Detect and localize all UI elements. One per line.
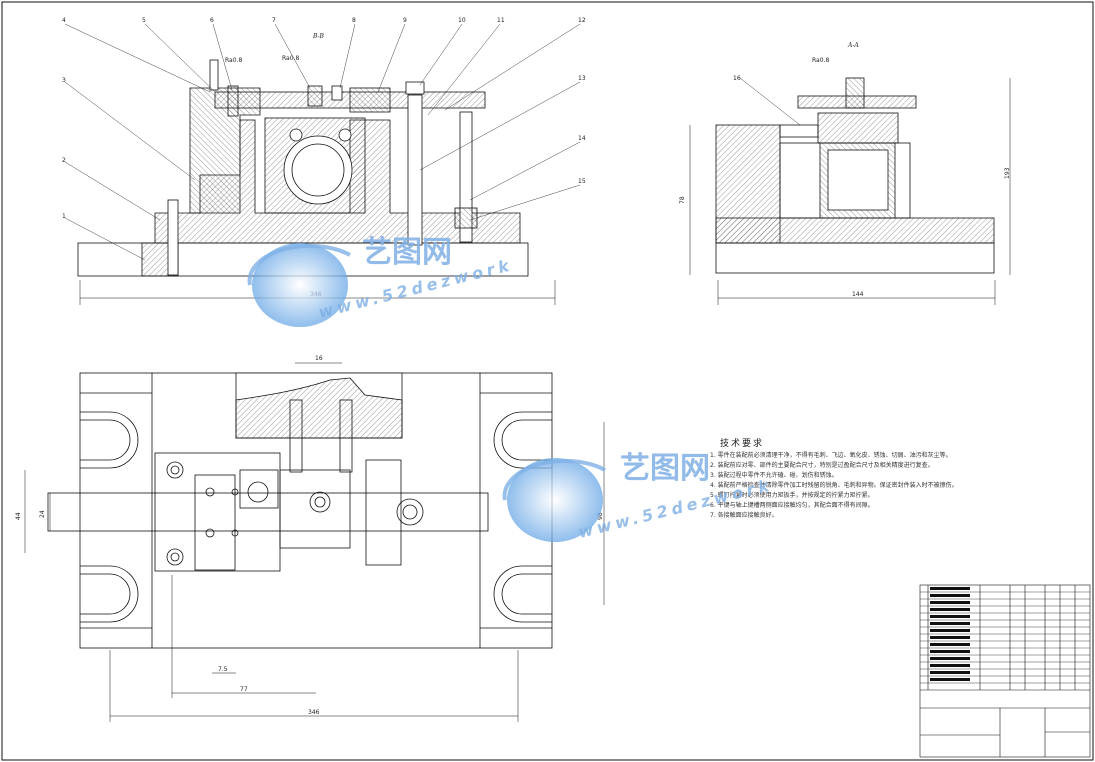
dim-plan-bottom-small: 7.5 — [218, 666, 228, 673]
title-block-cell-text — [930, 643, 970, 646]
title-block-cell-text — [930, 629, 970, 632]
dim-plan-bottom-total: 346 — [308, 709, 320, 716]
title-block-cell-text — [930, 678, 970, 681]
side-section-view — [689, 77, 1011, 305]
tech-note-line-3: 3. 装配过程中零件不允许磕、碰、划伤和锈蚀。 — [710, 471, 838, 479]
callout-11: 11 — [497, 17, 505, 24]
title-block-cell-text — [930, 622, 970, 625]
title-block-cell-text — [930, 594, 970, 597]
callout-13: 13 — [578, 75, 586, 82]
watermark-brand-2: 艺图网 — [620, 451, 710, 486]
callout-8: 8 — [352, 17, 356, 24]
section-label-bb: B-B — [312, 33, 325, 40]
title-block-cell-text — [930, 615, 970, 618]
tech-notes-title: 技术要求 — [720, 437, 764, 449]
tech-note-line-7: 7. 各接触面应接触良好。 — [710, 511, 778, 519]
dim-plan-left-inner: 24 — [39, 510, 46, 518]
callout-2: 2 — [62, 157, 66, 164]
callout-6: 6 — [210, 17, 214, 24]
tech-note-line-5: 5. 螺钉拧紧时必须使用力矩扳手，并按规定的拧紧力矩拧紧。 — [710, 491, 874, 499]
title-block-rows — [920, 587, 1090, 684]
dim-side-total: 193 — [1004, 167, 1011, 179]
dim-plan-right: 98 — [597, 512, 604, 520]
dim-plan-bottom-mid: 77 — [240, 686, 248, 693]
callout-12: 12 — [578, 17, 586, 24]
callout-4: 4 — [62, 17, 66, 24]
title-block-cell-text — [930, 650, 970, 653]
title-block-cell-text — [930, 671, 970, 674]
callout-16: 16 — [733, 75, 741, 82]
callout-7: 7 — [272, 17, 276, 24]
dim-plan-top: 16 — [315, 355, 323, 362]
dim-side-height: 78 — [679, 196, 686, 204]
roughness-mark-1: Ra0.8 — [225, 57, 242, 64]
tech-note-line-6: 6. 平键与轴上键槽两侧面应接触均匀，其配合面不得有间隙。 — [710, 501, 874, 509]
callout-15: 15 — [578, 178, 586, 185]
title-block — [919, 584, 1091, 758]
roughness-mark-2: Ra0.8 — [282, 55, 299, 62]
callout-9: 9 — [403, 17, 407, 24]
callout-5: 5 — [142, 17, 146, 24]
callout-3: 3 — [62, 77, 66, 84]
title-block-cell-text — [930, 608, 970, 611]
dim-side-width: 144 — [852, 291, 864, 298]
tech-note-line-4: 4. 装配前严格检查并清除零件加工时残留的锐角、毛刺和异物。保证密封件装入时不被… — [710, 481, 958, 489]
tech-notes: 技术要求 1. 零件在装配前必须清理干净，不得有毛刺、飞边、氧化皮、锈蚀、切屑、… — [710, 437, 958, 519]
front-section-view — [64, 23, 581, 305]
callout-1: 1 — [62, 213, 66, 220]
title-block-cell-text — [930, 636, 970, 639]
dim-plan-left-outer: 44 — [15, 512, 22, 520]
title-block-cell-text — [930, 657, 970, 660]
watermark-1: 艺图网 www.52dezwork — [247, 235, 515, 327]
title-block-cell-text — [930, 664, 970, 667]
title-block-cell-text — [930, 587, 970, 590]
roughness-mark-3: Ra0.8 — [812, 57, 829, 64]
callout-14: 14 — [578, 135, 586, 142]
tech-note-line-2: 2. 装配前应对零、部件的主要配合尺寸，特别是过盈配合尺寸及相关精度进行复查。 — [710, 461, 934, 469]
section-label-aa: A-A — [847, 42, 859, 49]
title-block-cell-text — [930, 601, 970, 604]
tech-note-line-1: 1. 零件在装配前必须清理干净，不得有毛刺、飞边、氧化皮、锈蚀、切屑、油污和灰尘… — [710, 451, 952, 459]
plan-view — [24, 362, 605, 722]
watermark-brand-1: 艺图网 — [362, 235, 452, 270]
callout-10: 10 — [458, 17, 466, 24]
